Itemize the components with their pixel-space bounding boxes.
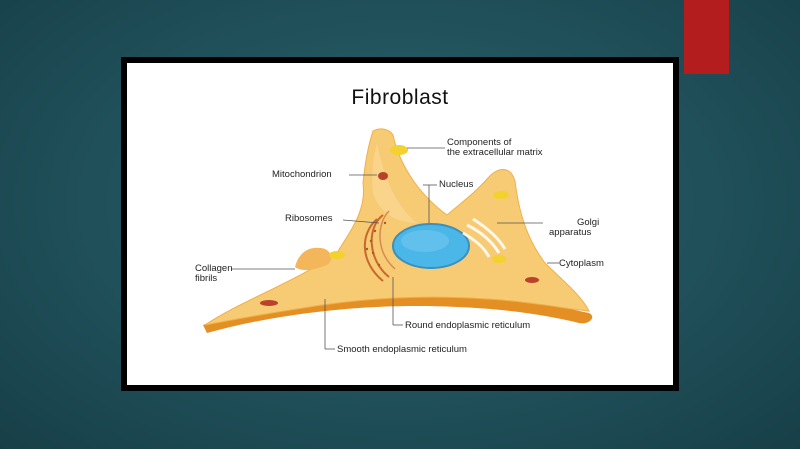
accent-tab [684, 0, 729, 74]
cell-arm-left [295, 247, 332, 271]
rough-er [370, 214, 390, 278]
label-golgi-line1: Golgi [577, 217, 600, 228]
label-smooth-er: Smooth endoplasmic reticulum [337, 344, 467, 355]
label-collagen-line2: fibrils [195, 273, 218, 284]
label-golgi-line2: apparatus [549, 227, 592, 238]
ribosomes [365, 221, 387, 267]
matrix-granule [390, 145, 408, 155]
label-components-line2: the extracellular matrix [447, 147, 543, 158]
fibroblast-illustration [203, 128, 593, 350]
diagram-card: Fibroblast [127, 63, 673, 385]
label-mitochondrion: Mitochondrion [272, 169, 332, 180]
cell-body [204, 128, 590, 326]
mitochondrion [378, 172, 388, 180]
label-collagen-line1: Collagen [195, 263, 233, 274]
label-cytoplasm: Cytoplasm [559, 258, 604, 269]
label-components-line1: Components of [447, 137, 512, 148]
label-ribosomes: Ribosomes [285, 213, 333, 224]
label-rough-er: Round endoplasmic reticulum [405, 320, 531, 331]
label-nucleus: Nucleus [439, 179, 474, 190]
golgi-apparatus [462, 217, 507, 258]
diagram-title: Fibroblast [351, 86, 449, 109]
